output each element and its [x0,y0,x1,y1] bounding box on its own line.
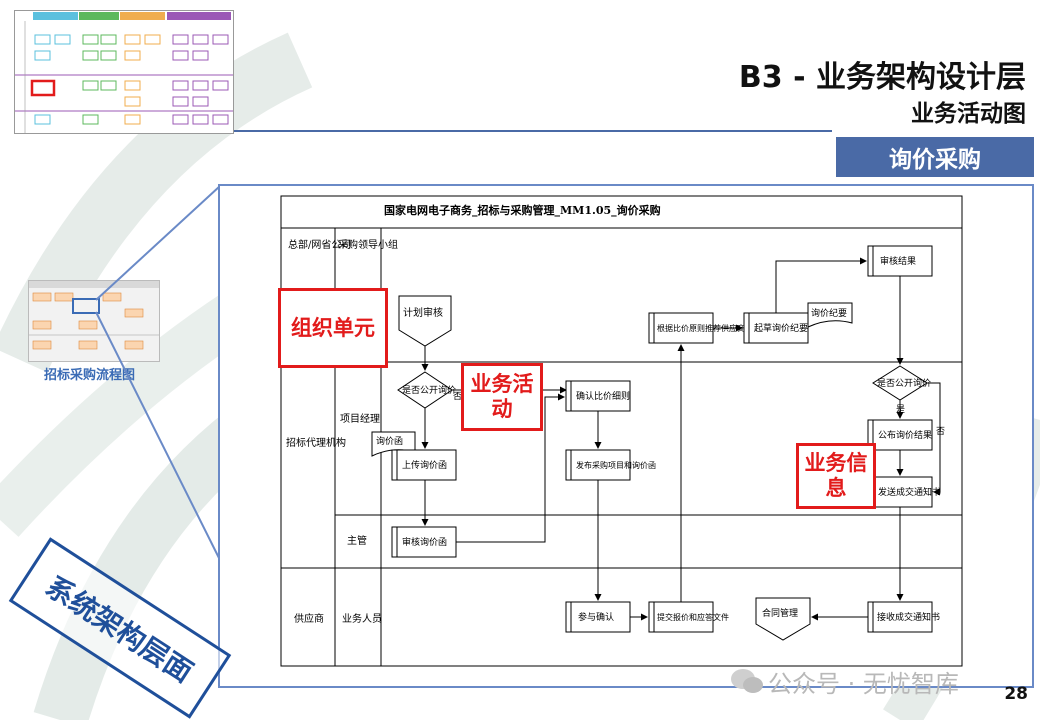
node-participate: 参与确认 [578,611,614,623]
thumbnail-caption: 招标采购流程图 [44,368,136,383]
role-label-committee: 采购领导小组 [338,238,398,251]
callout-org-unit: 组织单元 [278,288,388,368]
page-subtitle: 业务活动图 [911,101,1026,127]
page-title: B3 - 业务架构设计层 [738,60,1026,95]
node-summary-doc: 询价纪要 [811,307,847,319]
org-label-agency: 招标代理机构 [286,436,346,449]
node-confirm-rules: 确认比价细则 [576,390,630,402]
node-decision-public: 是否公开询价 [402,384,456,396]
node-upload-inquiry: 上传询价函 [402,459,447,471]
procurement-flow-thumbnail [28,280,160,362]
label-yes: 是 [896,404,905,415]
node-recommend: 根据比价原则推荐供应商 [657,323,745,333]
org-label-hq: 总部/网省公司 [288,238,351,251]
diagram-title: 国家电网电子商务_招标与采购管理_MM1.05_询价采购 [384,203,661,218]
node-contract: 合同管理 [762,607,798,619]
label-no: 否 [453,391,462,402]
node-review-inquiry: 审核询价函 [402,536,447,548]
node-receive-notice: 接收成交通知书 [877,611,940,623]
wechat-icon [731,669,763,693]
header-divider [232,130,832,132]
node-review-result: 审核结果 [880,255,916,267]
watermark-text: 公众号 · 无忧智库 [768,670,959,698]
page-number: 28 [1004,684,1028,704]
node-plan-review: 计划审核 [403,306,443,319]
callout-activity: 业务活动 [461,363,543,431]
node-publish-project: 发布采购项目和询价函 [576,460,656,470]
node-send-notice: 发送成交通知书 [878,486,941,498]
role-label-supervisor: 主管 [347,534,367,547]
node-draft-summary: 起草询价纪要 [754,322,808,334]
role-label-pm: 项目经理 [340,412,380,425]
node-inquiry-doc: 询价函 [376,435,403,447]
org-label-supplier: 供应商 [294,612,324,625]
node-submit-quote: 提交报价和应答文件 [657,612,729,622]
process-map-thumbnail [14,10,234,134]
label-no-2: 否 [936,426,945,437]
role-label-staff: 业务人员 [342,612,382,625]
node-decision-public-2: 是否公开询价 [877,377,931,389]
section-badge: 询价采购 [836,137,1034,177]
callout-info: 业务信息 [796,443,876,509]
node-publish-result: 公布询价结果 [878,429,932,441]
